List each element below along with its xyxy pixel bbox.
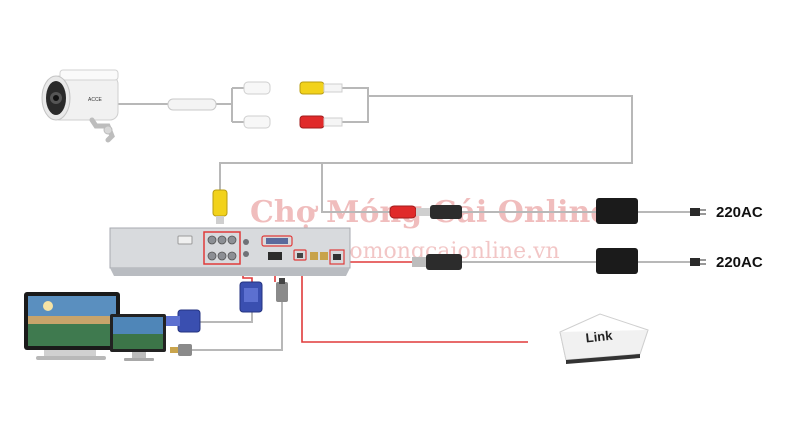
video-rca-plug: [212, 189, 228, 224]
wires-gray: [118, 87, 690, 351]
video-loop-cable: [219, 87, 633, 192]
monitor-2-icon: [110, 314, 166, 361]
svg-text:ACCE: ACCE: [88, 97, 103, 103]
power-plug-dvr: [412, 254, 462, 270]
power-label-2: 220AC: [716, 254, 763, 271]
wifi-router-icon: Link: [559, 313, 649, 364]
power-adapter-2-icon: 220AC: [596, 248, 763, 274]
vga-plug-monitor: [166, 309, 201, 333]
cable-splitter: [167, 81, 271, 129]
lan-red-cable: [301, 268, 528, 343]
splitter-branches: [214, 87, 244, 123]
router-label: Link: [585, 328, 614, 346]
monitor-icon: [24, 292, 120, 360]
power-label-1: 220AC: [716, 204, 763, 221]
power-adapter-icon: 220AC: [596, 198, 763, 224]
hdmi-plug-monitor: [170, 344, 192, 356]
vga-cable: [186, 312, 253, 323]
dvr-recorder-icon: [109, 227, 351, 276]
power-split-cable: [321, 163, 390, 213]
cctv-bullet-camera-icon: ACCE: [41, 69, 119, 143]
hdmi-connector: [276, 278, 288, 302]
rca-connectors: [299, 81, 343, 129]
hdmi-cable: [188, 302, 283, 351]
power-plug-red: [389, 205, 462, 219]
vga-connector: [239, 281, 263, 313]
